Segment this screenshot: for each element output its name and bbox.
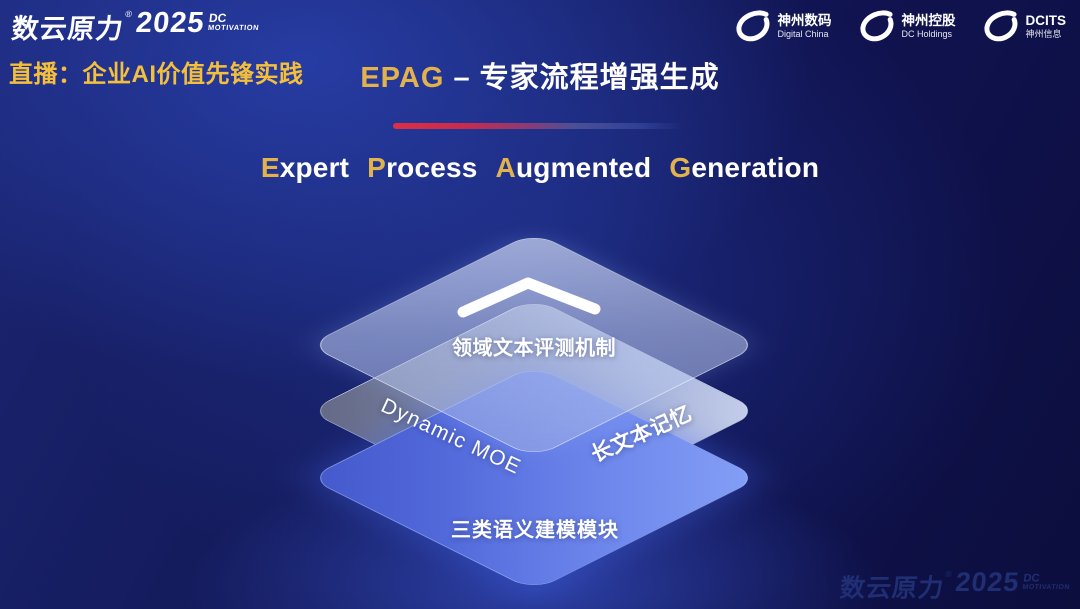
- brand-subtext: DC MOTIVATION: [207, 11, 260, 32]
- title-acronym: EPAG: [360, 62, 445, 94]
- brand-name: 数云原力: [838, 574, 946, 603]
- title-chinese: 专家流程增强生成: [479, 62, 720, 94]
- brand-logo-footer: 数云原力 ® 2025 DC MOTIVATION: [838, 568, 1072, 604]
- brand-year: 2025: [134, 7, 207, 39]
- brand-logo: 数云原力 ® 2025 DC MOTIVATION: [10, 7, 261, 46]
- page-title: EPAG – 专家流程增强生成: [0, 54, 1080, 96]
- chevron-up-icon: [457, 277, 601, 318]
- partner-digital-china: 神州数码 Digital China: [734, 10, 832, 42]
- brand-subtext: DC MOTIVATION: [1021, 571, 1071, 591]
- brand-name: 数云原力: [10, 14, 126, 44]
- partner-dc-holdings: 神州控股 DC Holdings: [858, 10, 956, 42]
- registered-mark: ®: [944, 569, 953, 579]
- title-separator: –: [444, 62, 480, 94]
- brand-year: 2025: [953, 567, 1021, 598]
- registered-mark: ®: [124, 9, 133, 19]
- partner-dcits: DCITS 神州信息: [982, 10, 1066, 42]
- swirl-logo-icon: [736, 10, 769, 42]
- subtitle-english: Expert Process Augmented Generation: [260, 152, 820, 183]
- layer-top-label: 领域文本评测机制: [452, 337, 616, 360]
- layer-bottom-label: 三类语义建模模块: [451, 519, 619, 542]
- swirl-logo-icon: [860, 10, 893, 42]
- partner-logos: 神州数码 Digital China 神州控股 DC Holdings DCIT…: [734, 10, 1066, 42]
- live-topic: 直播：企业AI价值先锋实践: [9, 61, 304, 88]
- swirl-logo-icon: [984, 10, 1017, 42]
- gradient-divider: [393, 123, 683, 129]
